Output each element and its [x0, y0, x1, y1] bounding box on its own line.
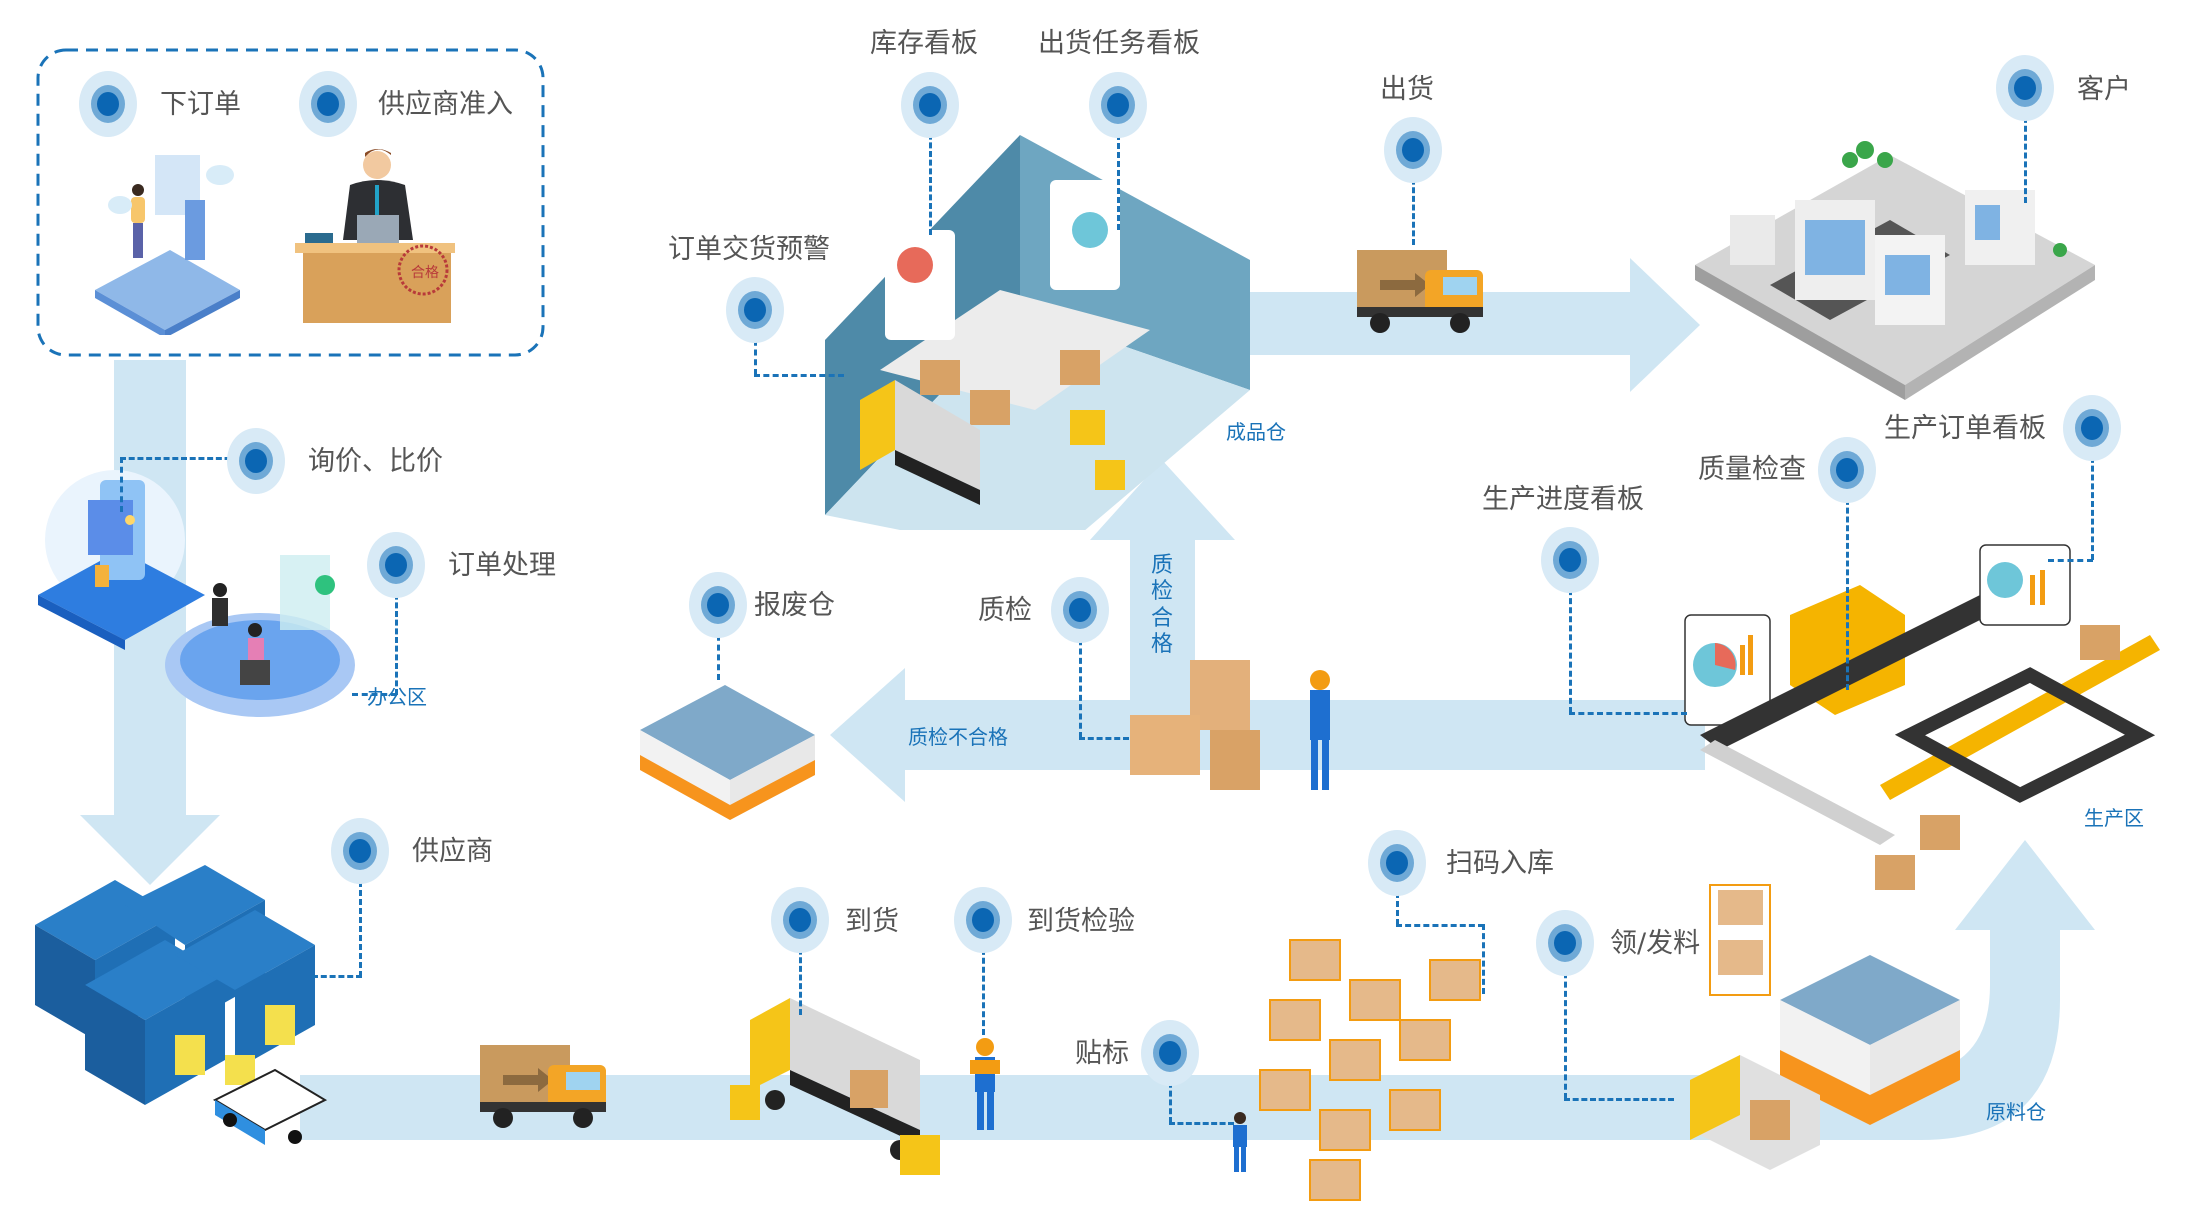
connector-inventory-board	[929, 125, 932, 235]
supplier-desk-illustration: 合格	[295, 149, 455, 323]
labeling-worker-illustration	[1233, 1112, 1247, 1172]
connector-production-order-board-v	[2091, 448, 2094, 560]
label-supplier-access: 供应商准入	[378, 89, 513, 120]
connector-material-issue-v	[1564, 963, 1567, 1099]
marker-arrival-inspection[interactable]	[954, 887, 1012, 953]
svg-text:合格: 合格	[411, 265, 439, 281]
connector-inquiry	[120, 457, 248, 460]
label-customer: 客户	[2077, 74, 2131, 105]
connector-qc-v	[1079, 630, 1082, 738]
shipping-truck-illustration	[1357, 250, 1483, 333]
connector-shipping	[1412, 170, 1415, 245]
connector-production-order-board-h	[2048, 559, 2093, 562]
marker-production-progress-board[interactable]	[1541, 527, 1599, 593]
label-scrap-warehouse: 报废仓	[754, 590, 835, 621]
connector-progress-board-v	[1569, 580, 1572, 713]
label-raw-material-warehouse: 原料仓	[1986, 1100, 2046, 1124]
connector-labeling-v	[1169, 1073, 1172, 1123]
connector-arrival-inspection	[982, 940, 985, 1035]
label-inquiry: 询价、比价	[308, 446, 443, 477]
connector-quality-check	[1846, 490, 1849, 690]
connector-supplier-v	[359, 872, 362, 977]
label-qc: 质检	[978, 595, 1032, 626]
label-finished-goods-warehouse: 成品仓	[1226, 420, 1286, 444]
connector-delivery-warning-v	[754, 330, 757, 375]
connector-progress-board-h	[1569, 712, 1687, 715]
marker-qc[interactable]	[1051, 577, 1109, 643]
label-shipping: 出货	[1380, 74, 1434, 105]
marker-material-issue[interactable]	[1536, 910, 1594, 976]
label-delivery-warning: 订单交货预警	[668, 234, 830, 265]
marker-order-processing[interactable]	[367, 532, 425, 598]
scrap-warehouse-illustration	[640, 685, 815, 820]
connector-shipping-task-board	[1117, 125, 1120, 230]
label-production-order-board: 生产订单看板	[1884, 413, 2046, 444]
label-arrival-inspection: 到货检验	[1027, 906, 1135, 937]
supplier-containers-illustration	[35, 865, 328, 1145]
arrival-truck-illustration	[730, 998, 940, 1175]
production-line-illustration	[1684, 544, 2160, 890]
marker-arrival[interactable]	[771, 887, 829, 953]
label-inventory-board: 库存看板	[870, 28, 978, 59]
label-production-progress-board: 生产进度看板	[1482, 484, 1644, 515]
arrow-qc-pass	[1090, 460, 1235, 740]
qc-boxes-illustration	[1130, 660, 1330, 790]
delivery-truck-illustration	[480, 1045, 606, 1128]
marker-scrap-warehouse[interactable]	[689, 572, 747, 638]
office-illustration	[165, 555, 355, 717]
purchase-group-box	[36, 48, 545, 357]
order-person-illustration	[95, 155, 240, 335]
inspection-worker-illustration	[970, 1038, 1000, 1130]
marker-labeling[interactable]	[1141, 1020, 1199, 1086]
marker-place-order[interactable]	[79, 71, 137, 137]
connector-inquiry-v	[120, 457, 123, 512]
label-production-zone: 生产区	[2084, 806, 2144, 830]
finished-goods-warehouse-illustration	[825, 135, 1250, 530]
label-shipping-task-board: 出货任务看板	[1038, 28, 1200, 59]
marker-inquiry[interactable]	[227, 428, 285, 494]
customer-city-illustration	[1695, 141, 2095, 400]
label-labeling: 贴标	[1075, 1038, 1129, 1069]
connector-qc-h	[1079, 737, 1129, 740]
label-office-zone: 办公区	[367, 685, 427, 709]
marker-shipping[interactable]	[1384, 117, 1442, 183]
label-qc-pass: 质 检 合 格	[1150, 553, 1173, 658]
inquiry-illustration	[38, 470, 205, 650]
label-material-issue: 领/发料	[1610, 928, 1701, 959]
label-arrival: 到货	[845, 906, 899, 937]
connector-labeling-h	[1169, 1122, 1234, 1125]
connector-scan-storage-v2	[1482, 924, 1485, 994]
connector-scan-storage-h	[1396, 924, 1484, 927]
marker-scan-storage[interactable]	[1368, 830, 1426, 896]
marker-shipping-task-board[interactable]	[1089, 72, 1147, 138]
connector-scan-storage-v	[1396, 883, 1399, 925]
marker-delivery-warning[interactable]	[726, 277, 784, 343]
marker-inventory-board[interactable]	[901, 72, 959, 138]
connector-arrival	[799, 940, 802, 1015]
marker-production-order-board[interactable]	[2063, 395, 2121, 461]
label-order-processing: 订单处理	[448, 550, 556, 581]
marker-quality-check[interactable]	[1818, 437, 1876, 503]
connector-customer	[2024, 108, 2027, 203]
connector-delivery-warning-h	[754, 374, 844, 377]
connector-scrap	[717, 625, 720, 680]
raw-material-warehouse-illustration	[1690, 884, 1960, 1170]
label-place-order: 下订单	[160, 89, 241, 120]
connector-order-processing-v	[395, 585, 398, 695]
connector-material-issue-h	[1564, 1098, 1674, 1101]
connector-order-processing-h	[352, 693, 397, 696]
marker-supplier-access[interactable]	[299, 71, 357, 137]
connector-supplier-h	[312, 975, 362, 978]
marker-supplier[interactable]	[331, 818, 389, 884]
label-supplier: 供应商	[412, 836, 493, 867]
marker-customer[interactable]	[1996, 55, 2054, 121]
label-qc-fail: 质检不合格	[908, 725, 1008, 749]
storage-racks-illustration	[1259, 939, 1481, 1201]
label-scan-storage: 扫码入库	[1446, 848, 1554, 879]
label-quality-check: 质量检查	[1698, 454, 1806, 485]
